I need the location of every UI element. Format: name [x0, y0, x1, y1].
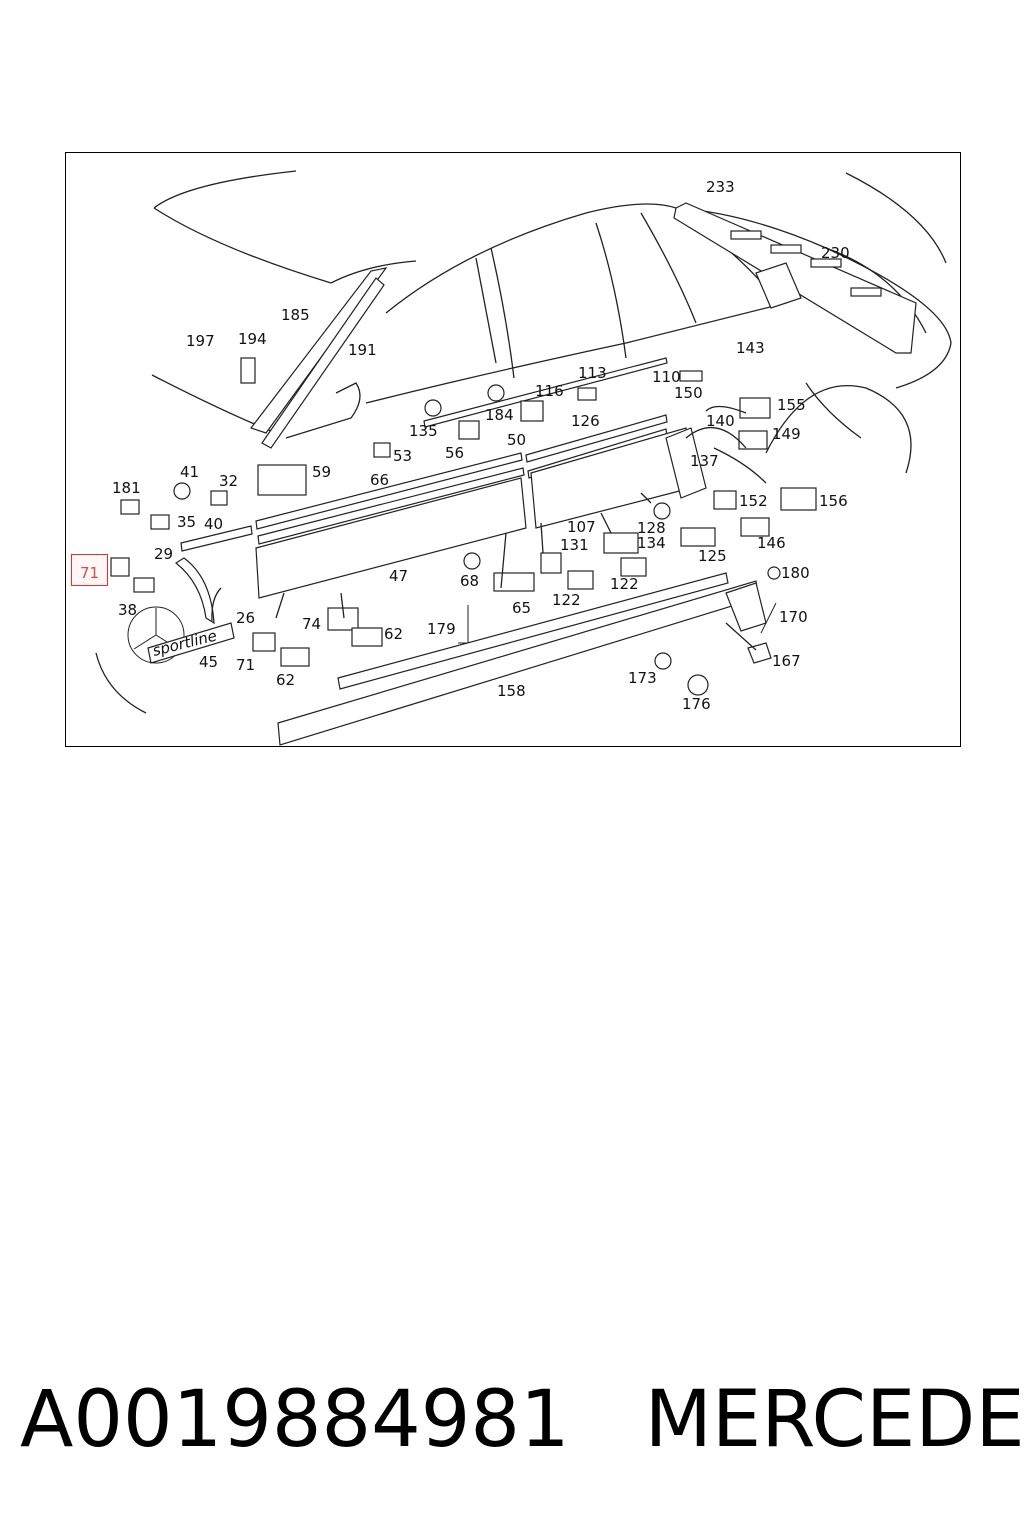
callout-35: 35	[177, 513, 196, 531]
callout-173: 173	[628, 669, 657, 687]
callout-184: 184	[485, 406, 514, 424]
callout-110: 110	[652, 368, 681, 386]
callout-191: 191	[348, 341, 377, 359]
part-number: A0019884981	[20, 1375, 570, 1465]
highlighted-callout-label: 71	[79, 564, 100, 582]
callout-126: 126	[571, 412, 600, 430]
callout-40: 40	[204, 515, 223, 533]
callout-185: 185	[281, 306, 310, 324]
callout-59: 59	[312, 463, 331, 481]
callout-156: 156	[819, 492, 848, 510]
callout-131: 131	[560, 536, 589, 554]
callout-233: 233	[706, 178, 735, 196]
callout-125: 125	[698, 547, 727, 565]
callout-197: 197	[186, 332, 215, 350]
callout-38: 38	[118, 601, 137, 619]
callout-170: 170	[779, 608, 808, 626]
callout-181: 181	[112, 479, 141, 497]
callout-140: 140	[706, 412, 735, 430]
callout-149: 149	[772, 425, 801, 443]
callout-62b: 62	[276, 671, 295, 689]
clips-and-fasteners	[110, 357, 817, 696]
callout-143: 143	[736, 339, 765, 357]
callout-122a: 122	[610, 575, 639, 593]
callout-113: 113	[578, 364, 607, 382]
callout-176: 176	[682, 695, 711, 713]
callout-179: 179	[427, 620, 456, 638]
roof-spoiler-part	[673, 202, 917, 354]
pillar-trim-strips	[250, 267, 388, 449]
brand-name: MERCEDES	[644, 1375, 1024, 1465]
callout-180: 180	[781, 564, 810, 582]
footer-caption: A0019884981 MERCEDES	[20, 1370, 1024, 1470]
callout-122b: 122	[552, 591, 581, 609]
callout-65: 65	[512, 599, 531, 617]
callout-107: 107	[567, 518, 596, 536]
callout-29: 29	[154, 545, 173, 563]
callout-155: 155	[777, 396, 806, 414]
callout-128: 128	[637, 519, 666, 537]
callout-167: 167	[772, 652, 801, 670]
sportline-badge: sportline	[147, 622, 235, 664]
callout-53: 53	[393, 447, 412, 465]
callout-158: 158	[497, 682, 526, 700]
callout-150: 150	[674, 384, 703, 402]
callout-47: 47	[389, 567, 408, 585]
callout-26: 26	[236, 609, 255, 627]
callout-66: 66	[370, 471, 389, 489]
callout-135: 135	[409, 422, 438, 440]
callout-labels: 233 230 185 191 197 194 143 113 110 150 …	[112, 178, 850, 713]
callout-45: 45	[199, 653, 218, 671]
rocker-panel	[277, 572, 767, 746]
callout-230: 230	[821, 244, 850, 262]
callout-146: 146	[757, 534, 786, 552]
leader-arrows	[211, 405, 767, 651]
callout-116: 116	[535, 382, 564, 400]
callout-50: 50	[507, 431, 526, 449]
callout-62a: 62	[384, 625, 403, 643]
callout-71: 71	[236, 656, 255, 674]
callout-74: 74	[302, 615, 321, 633]
callout-152: 152	[739, 492, 768, 510]
callout-32: 32	[219, 472, 238, 490]
callout-41: 41	[180, 463, 199, 481]
highlighted-callout-box: 71	[71, 554, 108, 586]
parts-diagram: sportline	[95, 170, 952, 746]
callout-68: 68	[460, 572, 479, 590]
callout-134: 134	[637, 534, 666, 552]
door-moldings	[174, 357, 707, 625]
callout-194: 194	[238, 330, 267, 348]
callout-137: 137	[690, 452, 719, 470]
callout-56: 56	[445, 444, 464, 462]
parts-diagram-frame: sportline	[65, 152, 961, 747]
